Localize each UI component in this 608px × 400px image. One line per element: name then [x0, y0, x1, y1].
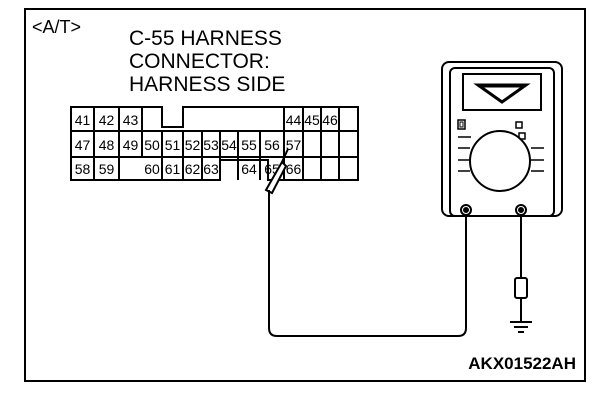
- probe-lead: [268, 190, 467, 337]
- diagram-frame: <A/T> C-55 HARNESS CONNECTOR: HARNESS SI…: [24, 8, 586, 382]
- figure-code: AKX01522AH: [468, 354, 576, 373]
- title-line-1: C-55 HARNESS: [129, 27, 282, 50]
- title-line-2: CONNECTOR:: [129, 50, 270, 73]
- pin-label-48: 48: [99, 137, 115, 153]
- pin-label-56: 56: [264, 137, 280, 153]
- pin-label-46: 46: [322, 112, 338, 128]
- pin-label-52: 52: [185, 137, 201, 153]
- pin-label-47: 47: [75, 137, 91, 153]
- title-line-3: HARNESS SIDE: [129, 73, 286, 96]
- pin-label-44: 44: [286, 112, 302, 128]
- pin-label-53: 53: [203, 137, 219, 153]
- pin-label-61: 61: [165, 161, 181, 177]
- ground-symbol: [510, 215, 532, 333]
- pin-label-64: 64: [241, 161, 257, 177]
- voltmeter: [441, 61, 563, 217]
- transmission-tag: <A/T>: [32, 17, 82, 37]
- pin-label-42: 42: [99, 112, 115, 128]
- pin-label-43: 43: [123, 112, 139, 128]
- pin-label-50: 50: [144, 137, 160, 153]
- pin-label-59: 59: [99, 161, 115, 177]
- pin-label-57: 57: [286, 137, 302, 153]
- pin-label-51: 51: [165, 137, 181, 153]
- pin-label-58: 58: [75, 161, 91, 177]
- pin-label-55: 55: [241, 137, 257, 153]
- pin-label-66: 66: [286, 161, 302, 177]
- pin-label-49: 49: [123, 137, 139, 153]
- pin-label-63: 63: [203, 161, 219, 177]
- pin-label-54: 54: [221, 137, 237, 153]
- harness-connector: [70, 106, 359, 181]
- pin-label-45: 45: [304, 112, 320, 128]
- pin-label-62: 62: [185, 161, 201, 177]
- pin-label-41: 41: [75, 112, 91, 128]
- pin-label-60: 60: [144, 161, 160, 177]
